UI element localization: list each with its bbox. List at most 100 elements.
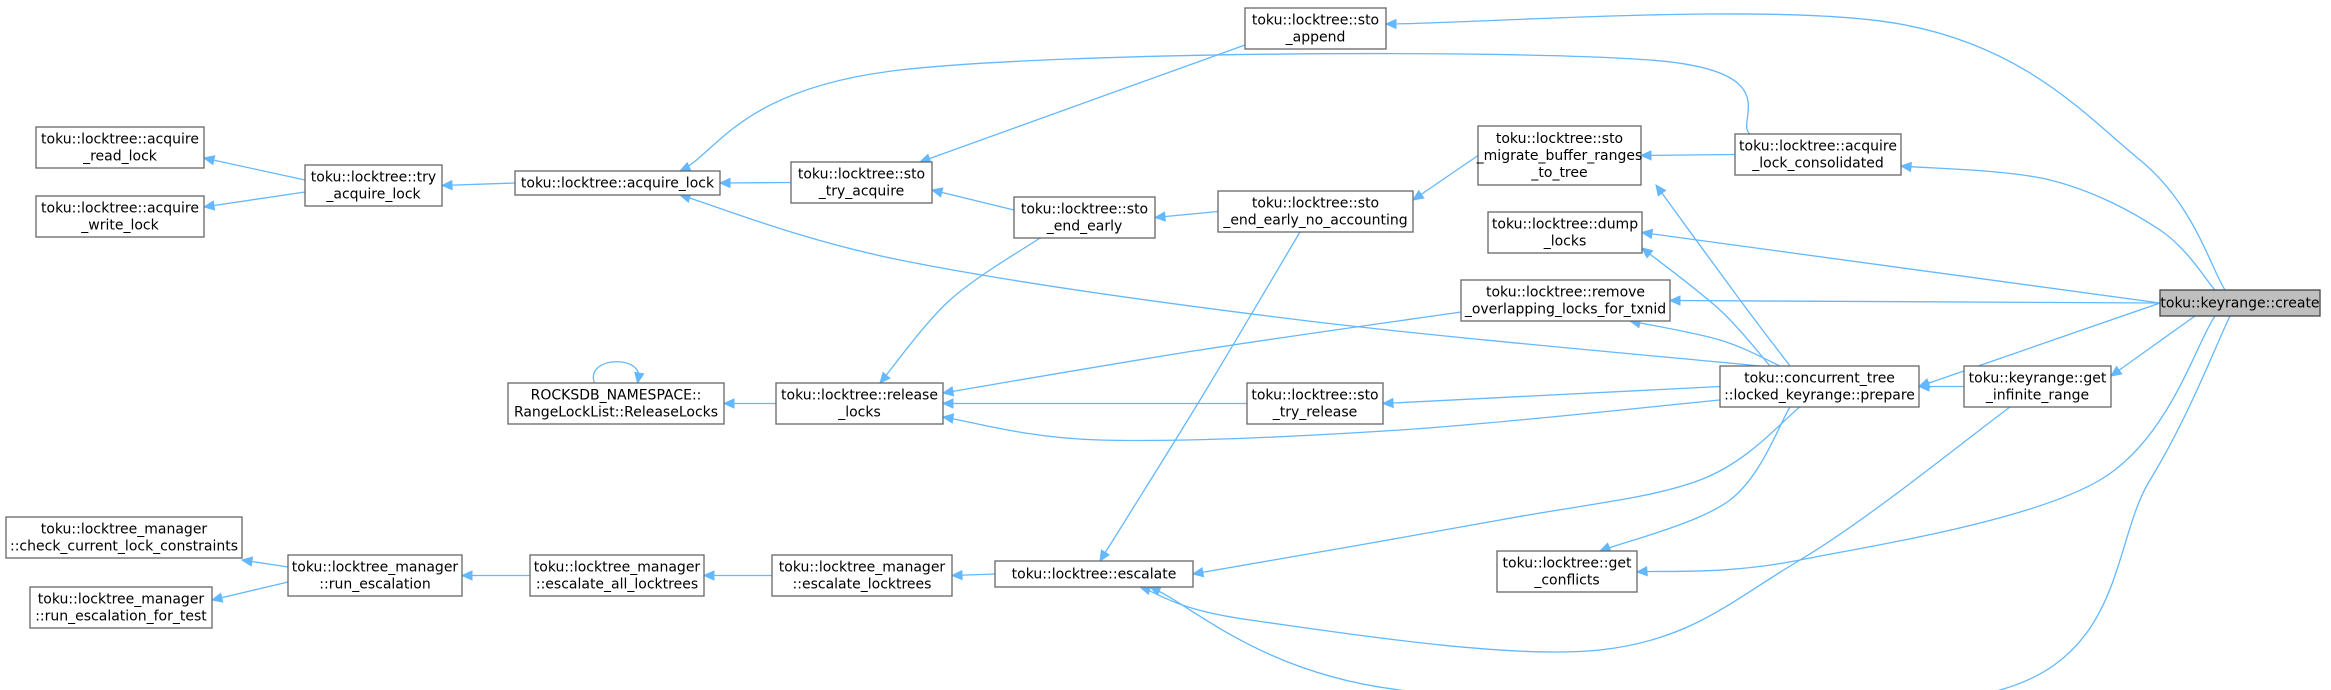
node-remove-overlapping[interactable]: toku::locktree::remove_overlapping_locks…: [1460, 279, 1671, 322]
node-box: [514, 170, 721, 196]
call-edge: [879, 237, 1041, 384]
node-sto-migrate[interactable]: toku::locktree::sto_migrate_buffer_range…: [1476, 125, 1643, 186]
node-label-line: toku::locktree::dump: [1492, 217, 1638, 233]
edge-arrowhead: [1153, 211, 1166, 222]
node-release-locks-rocksdb[interactable]: ROCKSDB_NAMESPACE::RangeLockList::Releas…: [507, 382, 725, 425]
node-box: [1460, 279, 1671, 322]
edge-line: [679, 194, 1761, 367]
node-run-escalation-for-test[interactable]: toku::locktree_manager::run_escalation_f…: [29, 586, 213, 629]
call-edge: [1381, 385, 1721, 409]
edge-line: [1669, 299, 2161, 304]
node-label-line: toku::locktree::sto: [1021, 202, 1148, 218]
node-escalate[interactable]: toku::locktree::escalate: [994, 560, 1194, 588]
node-acquire-lock-consolidated[interactable]: toku::locktree::acquire_lock_consolidate…: [1734, 133, 1902, 176]
node-label-line: ::escalate_locktrees: [793, 577, 932, 593]
node-label-line: _conflicts: [1533, 573, 1599, 589]
edge-arrowhead: [718, 177, 731, 189]
edge-line: [592, 361, 640, 384]
edge-arrowhead: [1668, 295, 1681, 306]
edge-arrowhead: [1917, 381, 1930, 392]
node-prepare[interactable]: toku::concurrent_tree::locked_keyrange::…: [1719, 365, 1920, 408]
call-edge: [1635, 315, 2216, 577]
edge-arrowhead: [702, 570, 715, 581]
node-label-line: toku::locktree::acquire: [41, 201, 199, 217]
edge-arrowhead: [202, 155, 216, 166]
edge-line: [203, 191, 306, 208]
call-edge: [2110, 315, 2196, 377]
node-sto-end-early[interactable]: toku::locktree::sto_end_early: [1013, 196, 1156, 239]
edge-arrowhead: [1384, 18, 1397, 30]
node-sto-end-early-no-accounting[interactable]: toku::locktree::sto_end_early_no_account…: [1217, 190, 1414, 233]
node-escalate-all-locktrees[interactable]: toku::locktree_manager::escalate_all_loc…: [529, 554, 705, 597]
node-box: [1013, 196, 1156, 239]
call-edge: [202, 155, 306, 181]
node-acquire-write-lock[interactable]: toku::locktree::acquire_write_lock: [35, 195, 205, 238]
node-label-line: toku::locktree::acquire: [1739, 139, 1897, 155]
node-label-line: _locks: [1543, 234, 1587, 250]
call-edge: [1191, 406, 1801, 578]
call-edge: [1640, 228, 2161, 304]
node-label-line: _end_early_no_accounting: [1222, 213, 1407, 229]
call-edge: [941, 399, 1721, 442]
node-box: [771, 554, 953, 597]
edge-arrowhead: [1640, 228, 1654, 240]
call-edge: [1641, 247, 1771, 367]
node-label-line: toku::locktree_manager: [779, 560, 946, 576]
edge-arrowhead: [440, 179, 453, 191]
node-get-infinite-range[interactable]: toku::keyrange::get_infinite_range: [1963, 365, 2112, 408]
call-edge: [240, 556, 289, 568]
node-label-line: ::run_escalation: [319, 577, 430, 593]
node-box: [1244, 7, 1387, 50]
node-box: [5, 516, 243, 559]
edge-line: [1139, 406, 2011, 653]
edge-line: [1900, 165, 2216, 291]
edge-line: [1149, 315, 2231, 690]
call-edge: [1655, 184, 1791, 367]
call-edge: [918, 44, 1246, 164]
node-label-line: _try_release: [1272, 405, 1358, 421]
edge-arrowhead: [941, 398, 954, 409]
node-label-line: _try_acquire: [818, 184, 905, 200]
edge-line: [1385, 13, 2226, 291]
node-label-line: toku::locktree::acquire: [41, 132, 199, 148]
node-label-line: toku::locktree::release: [781, 388, 938, 404]
call-edge: [1628, 318, 1781, 367]
edge-line: [1412, 154, 1479, 201]
node-sto-append[interactable]: toku::locktree::sto_append: [1244, 7, 1387, 50]
node-label-line: toku::locktree::remove: [1486, 285, 1645, 301]
edge-line: [1382, 385, 1721, 405]
node-acquire-read-lock[interactable]: toku::locktree::acquire_read_lock: [35, 126, 205, 169]
call-edge: [722, 398, 776, 409]
edge-line: [1099, 231, 1301, 562]
edge-arrowhead: [678, 161, 692, 172]
node-check-current-lock-constraints[interactable]: toku::locktree_manager::check_current_lo…: [5, 516, 243, 559]
node-box: [994, 560, 1194, 588]
node-release-locks[interactable]: toku::locktree::release_locks: [775, 382, 944, 425]
node-label-line: toku::locktree_manager: [38, 592, 205, 608]
node-dump-locks[interactable]: toku::locktree::dump_locks: [1487, 211, 1643, 254]
node-run-escalation[interactable]: toku::locktree_manager::run_escalation: [287, 554, 463, 597]
edge-arrowhead: [1655, 184, 1667, 197]
edge-arrowhead: [460, 570, 473, 581]
call-edge: [1639, 150, 1736, 161]
node-label-line: toku::locktree::sto: [1252, 13, 1379, 29]
node-label-line: toku::locktree::sto: [798, 167, 925, 183]
node-get-conflicts[interactable]: toku::locktree::get_conflicts: [1496, 550, 1638, 593]
node-label-line: _lock_consolidated: [1751, 156, 1884, 172]
edge-arrowhead: [1639, 150, 1652, 161]
node-box: [287, 554, 463, 597]
edge-line: [1636, 315, 2216, 573]
function-nodes: toku::keyrange::createtoku::locktree::st…: [5, 7, 2321, 629]
edge-line: [1655, 184, 1791, 367]
edge-arrowhead: [1598, 542, 1612, 553]
node-acquire-lock[interactable]: toku::locktree::acquire_lock: [514, 170, 721, 196]
node-try-acquire-lock[interactable]: toku::locktree::try_acquire_lock: [304, 164, 443, 207]
node-label-line: _locks: [837, 405, 881, 421]
node-box: [790, 161, 933, 204]
call-edge: [202, 191, 306, 211]
node-sto-try-release[interactable]: toku::locktree::sto_try_release: [1246, 382, 1384, 425]
node-escalate-locktrees[interactable]: toku::locktree_manager::escalate_locktre…: [771, 554, 953, 597]
node-sto-try-acquire[interactable]: toku::locktree::sto_try_acquire: [790, 161, 933, 204]
edge-line: [203, 157, 306, 181]
call-edge: [460, 570, 530, 581]
